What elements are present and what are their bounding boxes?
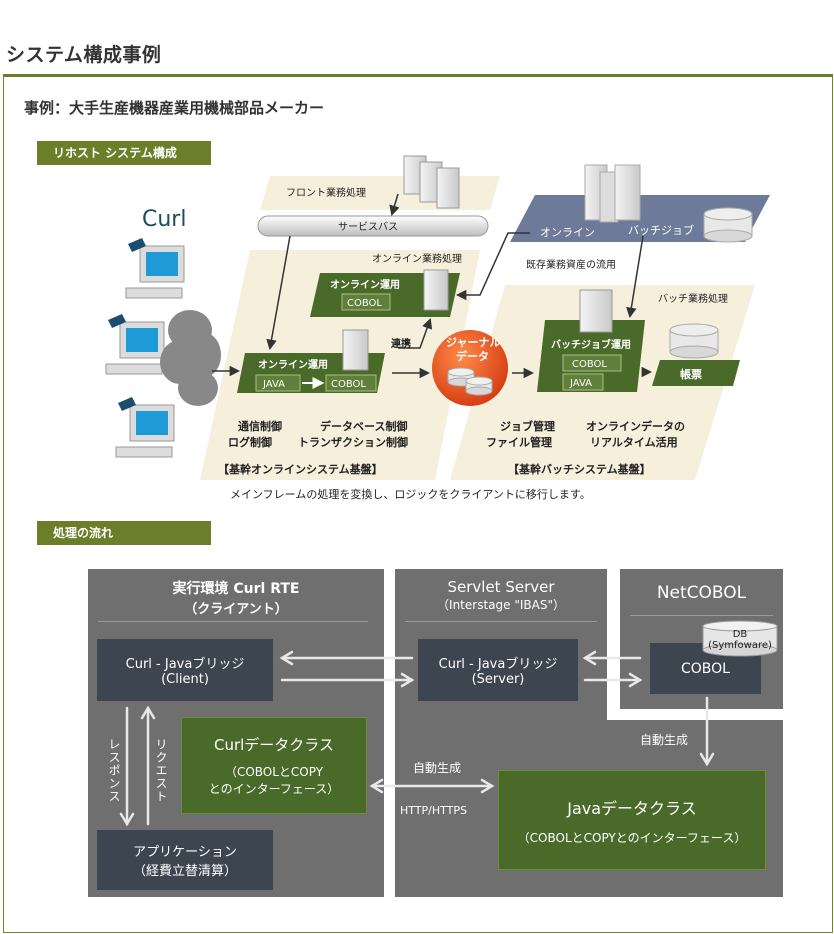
batch-java-label: JAVA — [569, 378, 592, 389]
online-ops-main-label: オンライン運用 — [258, 359, 328, 371]
curl-data-class-box: Curlデータクラス （COBOLとCOPY とのインターフェース） — [181, 717, 367, 814]
feat-file: ファイル管理 — [486, 435, 552, 449]
service-bus-tube — [257, 215, 489, 237]
http-label: HTTP/HTTPS — [400, 804, 467, 817]
renkei-label: 連携 — [391, 337, 411, 350]
auto-gen-mid-label: 自動生成 — [413, 761, 462, 775]
panel-curl-rte-title: 実行環境 Curl RTE （クライアント） — [172, 581, 300, 617]
feat-tx: トランザクション制御 — [298, 435, 408, 449]
feat-rt1: オンラインデータの — [586, 419, 685, 433]
feat-tsushin: 通信制御 — [238, 419, 282, 433]
java-main-label: JAVA — [262, 379, 285, 390]
panel-servlet-title: Servlet Server （Interstage "IBAS"） — [437, 578, 565, 612]
journal-label-2: データ — [456, 349, 489, 363]
panel-netcobol-title: NetCOBOL — [656, 583, 747, 603]
service-bus-label: サービスバス — [338, 221, 398, 233]
network-cloud-icon — [160, 310, 221, 406]
request-label: リクエスト — [154, 738, 168, 803]
section-bar-flow: 処理の流れ — [37, 521, 211, 545]
client-pc-icon-1 — [125, 238, 185, 299]
front-servers-icon — [403, 155, 460, 209]
batch-area-label: バッチ業務処理 — [658, 292, 728, 305]
page-title: システム構成事例 — [6, 44, 162, 66]
front-label: フロント業務処理 — [286, 186, 366, 199]
feat-log: ログ制御 — [228, 435, 272, 449]
feat-job: ジョブ管理 — [500, 419, 555, 433]
java-data-class-box: Javaデータクラス （COBOLとCOPYとのインターフェース） — [498, 770, 766, 870]
client-pc-icon-2 — [105, 314, 165, 375]
feat-rt2: リアルタイム活用 — [590, 435, 678, 449]
response-label: レスポンス — [107, 738, 121, 803]
section-bar-rehost: リホスト システム構成 — [37, 141, 211, 165]
bridge-server-box: Curl - Javaブリッジ(Server) — [418, 639, 578, 701]
batch-ops-label: バッチジョブ運用 — [551, 338, 631, 351]
cobol-top-label: COBOL — [347, 298, 382, 309]
bridge-client-box: Curl - Javaブリッジ(Client) — [97, 639, 273, 701]
feat-db: データベース制御 — [320, 419, 407, 433]
db-symfoware-icon — [702, 620, 778, 657]
client-pc-icon-3 — [115, 397, 175, 458]
batch-cobol-label: COBOL — [572, 359, 607, 370]
curl-logo: Curl — [142, 207, 186, 232]
application-box: アプリケーション（経費立替清算） — [97, 830, 273, 890]
base-online-label: 【基幹オンラインシステム基盤】 — [218, 462, 383, 476]
ledger-box — [652, 360, 740, 386]
legacy-db-icon — [703, 207, 753, 243]
cobol-main-label: COBOL — [331, 379, 366, 390]
architecture-diagram: Curl フロント業務処理 サービスバス オンライン業務処理 オンライン運用 C… — [105, 155, 770, 501]
online-area-label: オンライン業務処理 — [372, 252, 462, 265]
diagram-caption: メインフレームの処理を変換し、ロジックをクライアントに移行します。 — [230, 487, 591, 501]
legacy-batch-label: バッチジョブ — [628, 223, 694, 237]
case-title: 事例：大手生産機器産業用機械部品メーカー — [24, 99, 325, 117]
ledger-label: 帳票 — [680, 367, 702, 381]
auto-gen-right-label: 自動生成 — [640, 733, 689, 747]
journal-label-1: ジャーナル — [446, 336, 500, 349]
online-ops-top-label: オンライン運用 — [330, 279, 400, 291]
base-batch-label: 【基幹バッチシステム基盤】 — [508, 462, 651, 476]
ledger-db-icon — [669, 323, 719, 359]
legacy-online-label: オンライン — [540, 226, 595, 239]
mainframe-icon — [584, 164, 641, 223]
db-symfoware-label: DB(Symfoware) — [708, 629, 772, 651]
frame-top-rule — [3, 74, 833, 77]
legacy-reuse-label: 既存業務資産の流用 — [526, 258, 616, 271]
